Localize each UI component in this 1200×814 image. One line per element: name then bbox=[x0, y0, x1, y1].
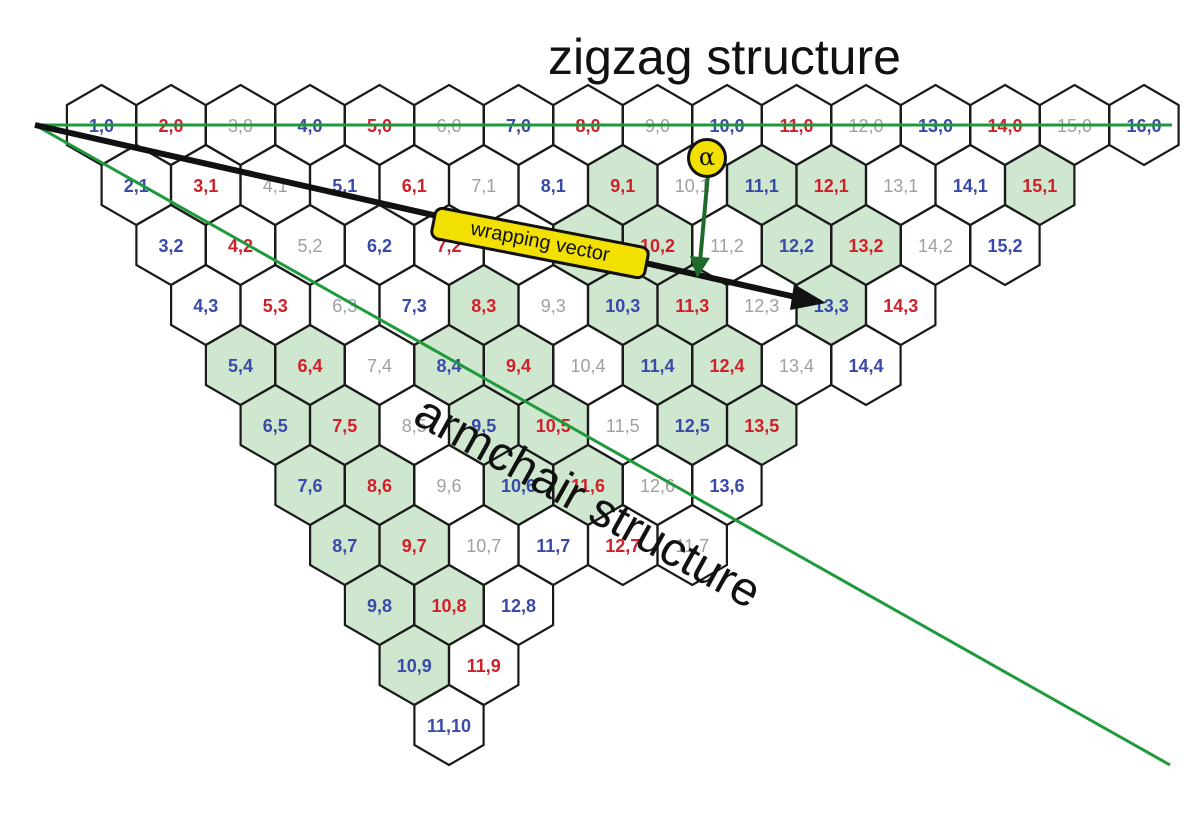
alpha-marker-line bbox=[698, 173, 710, 263]
hex-cell: 14,3 bbox=[864, 263, 937, 347]
hex-cell: 6,5 bbox=[239, 383, 311, 467]
armchair-line bbox=[34, 123, 1171, 767]
hex-cell-label: 3,1 bbox=[193, 176, 218, 196]
hex-cell-label: 5,4 bbox=[228, 356, 253, 376]
hex-cell: 14,4 bbox=[830, 323, 902, 407]
hex-cell-label: 14,1 bbox=[953, 176, 988, 196]
hex-cell-label: 8,1 bbox=[541, 176, 566, 196]
hex-cell-label: 7,1 bbox=[471, 176, 496, 196]
hex-cell: 7,5 bbox=[309, 383, 381, 467]
hex-cell-label: 11,2 bbox=[710, 236, 744, 256]
hex-cell: 12,4 bbox=[691, 323, 763, 407]
hex-cell: 11,6 bbox=[552, 443, 624, 527]
hex-cell-label: 9,7 bbox=[402, 536, 427, 556]
hex-cell-label: 10,3 bbox=[605, 296, 640, 316]
hex-cell-label: 11,1 bbox=[745, 176, 779, 196]
hex-cell: 4,2 bbox=[204, 203, 277, 287]
hex-cell-label: 15,2 bbox=[987, 236, 1022, 256]
hexagon bbox=[413, 683, 485, 767]
hex-cell: 11,10 bbox=[413, 683, 485, 767]
hex-cell-label: 9,3 bbox=[541, 296, 566, 316]
hex-cell-label: 7,4 bbox=[367, 356, 392, 376]
hex-cell-label: 10,7 bbox=[466, 536, 501, 556]
hex-cell-label: 13,6 bbox=[709, 476, 744, 496]
hex-cell-label: 6,5 bbox=[263, 416, 288, 436]
alpha-angle-badge: α bbox=[687, 138, 727, 178]
hex-cell-label: 10,9 bbox=[397, 656, 432, 676]
hex-cell-label: 7,6 bbox=[297, 476, 322, 496]
hex-cell-label: 6,2 bbox=[367, 236, 392, 256]
hex-cell: 11,3 bbox=[656, 263, 729, 347]
hex-cell-label: 5,3 bbox=[263, 296, 288, 316]
hex-cell: 8,7 bbox=[309, 503, 381, 587]
hex-cell-label: 12,2 bbox=[779, 236, 814, 256]
wrapping-vector-arrow bbox=[34, 122, 801, 301]
hex-cell-label: 6,1 bbox=[402, 176, 427, 196]
hex-cell-label: 10,5 bbox=[536, 416, 571, 436]
hex-cell-label: 11,7 bbox=[675, 536, 709, 556]
wrapping-vector-arrowhead bbox=[790, 284, 826, 310]
hex-cell-label: 8,7 bbox=[332, 536, 357, 556]
hex-cell-label: 12,1 bbox=[814, 176, 849, 196]
hex-cell-label: 7,5 bbox=[332, 416, 357, 436]
hex-cell-label: 15,1 bbox=[1022, 176, 1057, 196]
hex-cell-label: 9,4 bbox=[506, 356, 531, 376]
hex-cell-label: 8,5 bbox=[402, 416, 427, 436]
hex-cell-label: 8,6 bbox=[367, 476, 392, 496]
hex-cell-label: 11,10 bbox=[427, 716, 471, 736]
hex-cell-label: 9,1 bbox=[610, 176, 635, 196]
hex-cell-label: 9,8 bbox=[367, 596, 392, 616]
hex-cell-label: 4,2 bbox=[228, 236, 253, 256]
hex-cell: 11,2 bbox=[691, 203, 763, 287]
hex-cell-label: 12,3 bbox=[744, 296, 779, 316]
hex-cell-label: 11,3 bbox=[675, 296, 709, 316]
hex-cell-label: 14,3 bbox=[883, 296, 918, 316]
alpha-marker-arrowhead bbox=[690, 256, 710, 278]
hex-cell-label: 12,7 bbox=[605, 536, 640, 556]
hex-cell-label: 10,8 bbox=[431, 596, 466, 616]
hex-cell-label: 4,3 bbox=[193, 296, 218, 316]
hex-cell: 11,7 bbox=[656, 503, 729, 587]
hex-cell-label: 2,1 bbox=[124, 176, 149, 196]
hex-cell-label: 3,2 bbox=[158, 236, 183, 256]
zigzag-structure-label: zigzag structure bbox=[548, 29, 901, 85]
hex-cell: 15,2 bbox=[969, 203, 1041, 287]
hex-cell: 11,1 bbox=[725, 143, 798, 227]
hex-cell-label: 10,4 bbox=[570, 356, 605, 376]
hex-cell-label: 9,5 bbox=[471, 416, 496, 436]
hex-cell-label: 11,7 bbox=[536, 536, 570, 556]
hex-cell: 7,6 bbox=[274, 443, 346, 527]
hex-cell-label: 6,3 bbox=[332, 296, 357, 316]
hex-cell-label: 12,5 bbox=[675, 416, 710, 436]
hex-cell-label: 13,1 bbox=[883, 176, 918, 196]
hex-cell: 4,1 bbox=[239, 143, 311, 227]
hexagon bbox=[830, 323, 902, 407]
hex-cell-label: 11,5 bbox=[606, 416, 640, 436]
hex-cell-label: 11,6 bbox=[571, 476, 605, 496]
hex-cell-label: 14,4 bbox=[848, 356, 883, 376]
hex-cell-label: 11,4 bbox=[640, 356, 674, 376]
hex-cell-label: 13,2 bbox=[848, 236, 883, 256]
hex-cell-label: 7,3 bbox=[402, 296, 427, 316]
hex-cell-label: 13,5 bbox=[744, 416, 779, 436]
hex-cell-label: 5,2 bbox=[297, 236, 322, 256]
hex-cell-label: 10,1 bbox=[675, 176, 710, 196]
hex-cell: 10,8 bbox=[413, 563, 485, 647]
hexagon bbox=[969, 203, 1041, 287]
hex-cell-label: 8,3 bbox=[471, 296, 496, 316]
hex-cell-label: 14,2 bbox=[918, 236, 953, 256]
hex-cell-label: 9,6 bbox=[436, 476, 461, 496]
hex-cell-label: 12,6 bbox=[640, 476, 675, 496]
hex-cell-label: 11,9 bbox=[467, 656, 501, 676]
hex-cell-label: 10,6 bbox=[501, 476, 536, 496]
hex-cell-label: 12,4 bbox=[709, 356, 744, 376]
hexagon-grid: 1,02,03,04,05,06,07,08,09,010,011,012,01… bbox=[65, 83, 1180, 767]
hex-cell-label: 12,8 bbox=[501, 596, 536, 616]
hex-cell-label: 6,4 bbox=[297, 356, 322, 376]
hexagon bbox=[656, 503, 729, 587]
hex-cell-label: 13,4 bbox=[779, 356, 814, 376]
hex-cell: 15,1 bbox=[1003, 143, 1076, 227]
hex-cell: 4,3 bbox=[170, 263, 242, 347]
